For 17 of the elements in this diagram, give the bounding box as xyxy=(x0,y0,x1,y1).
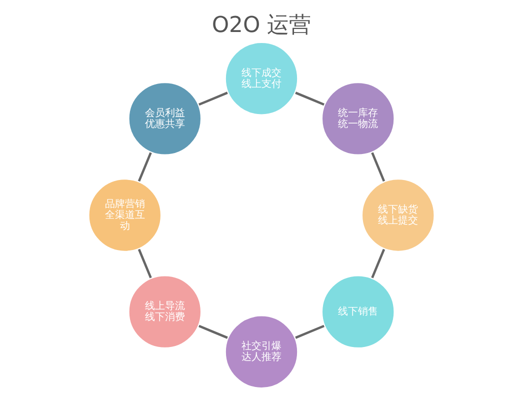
connector xyxy=(137,152,152,182)
connector xyxy=(294,324,324,339)
connector xyxy=(198,324,228,339)
node-circle: 品牌营销全渠道互动 xyxy=(86,177,162,254)
connector xyxy=(370,248,385,278)
node-circle: 线上导流线下消费 xyxy=(126,274,202,350)
connector xyxy=(370,152,385,182)
node-circle: 线下销售 xyxy=(320,274,396,350)
node-circle: 统一库存统一物流 xyxy=(320,80,396,157)
connector xyxy=(137,248,152,278)
node-circle: 线下成交线上支付 xyxy=(223,40,299,117)
connector xyxy=(294,92,324,106)
connector xyxy=(198,92,228,106)
node-circle: 线下缺货线上提交 xyxy=(360,177,436,254)
node-circle: 会员利益优惠共享 xyxy=(126,80,202,157)
diagram-title: O2O 运营 xyxy=(211,13,311,38)
node-circle: 社交引爆达人推荐 xyxy=(223,314,299,390)
